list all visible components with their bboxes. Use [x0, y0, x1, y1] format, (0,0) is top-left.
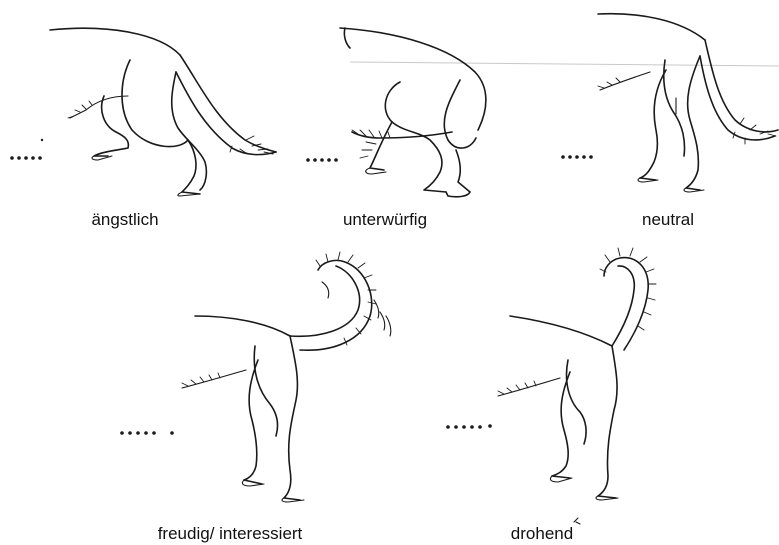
drawing-drohend — [446, 248, 656, 524]
dotted-indicator-3 — [561, 155, 593, 159]
dotted-indicator-4 — [120, 431, 174, 435]
drawing-freudig-interessiert — [120, 252, 391, 502]
caption-unterwurfig: unterwürfig — [343, 210, 427, 230]
caption-neutral: neutral — [642, 210, 694, 230]
caption-drohend: drohend — [511, 524, 573, 544]
drawing-neutral — [561, 14, 778, 192]
caption-angstlich: ängstlich — [91, 210, 158, 230]
drawing-angstlich — [10, 28, 276, 196]
caption-freudig-interessiert: freudig/ interessiert — [158, 524, 303, 544]
dotted-indicator-2 — [306, 158, 338, 162]
drawing-unterwurfig — [306, 28, 486, 197]
scan-line — [350, 62, 779, 66]
dotted-indicator-5 — [446, 424, 492, 429]
dotted-indicator-1 — [10, 139, 43, 160]
